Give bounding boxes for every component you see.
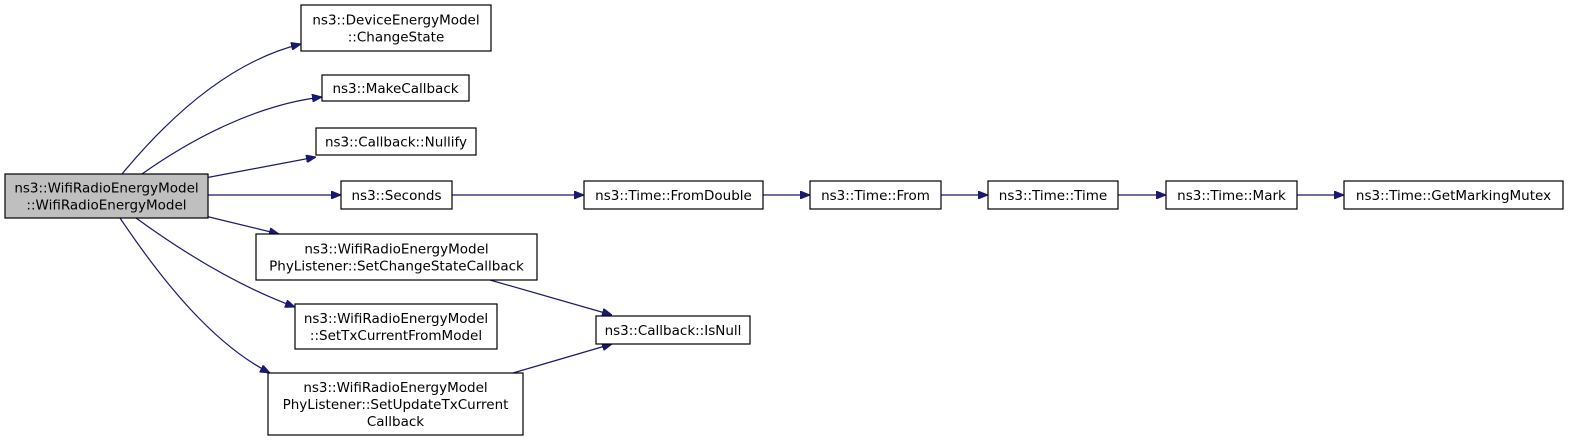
edge-set-update-tx-current-callback-to-is-null xyxy=(512,344,612,374)
edge-arrow xyxy=(121,44,301,175)
edge-arrow xyxy=(512,344,612,374)
node-box xyxy=(4,173,209,219)
node-time-mark[interactable]: ns3::Time::Mark xyxy=(1165,180,1298,210)
node-time-time[interactable]: ns3::Time::Time xyxy=(987,180,1119,210)
edge-root-to-set-update-tx-current-callback xyxy=(119,217,270,373)
node-box xyxy=(583,180,764,210)
node-box xyxy=(595,315,751,345)
node-set-update-tx-current-callback[interactable]: ns3::WifiRadioEnergyModelPhyListener::Se… xyxy=(267,372,524,436)
node-nullify[interactable]: ns3::Callback::Nullify xyxy=(315,127,477,156)
edge-arrow xyxy=(141,97,322,175)
node-box xyxy=(315,127,477,156)
node-label-line: ns3::Time::GetMarkingMutex xyxy=(1356,188,1551,204)
nodes-layer: ns3::WifiRadioEnergyModel::WifiRadioEner… xyxy=(4,4,1564,436)
edge-root-to-change-state xyxy=(121,44,301,175)
edge-root-to-make-callback xyxy=(141,97,322,175)
edge-arrow xyxy=(204,157,316,179)
node-label-line: PhyListener::SetChangeStateCallback xyxy=(269,259,524,275)
node-label-line: ns3::Callback::Nullify xyxy=(325,135,467,151)
node-box xyxy=(340,180,453,210)
node-label-line: ::WifiRadioEnergyModel xyxy=(26,198,186,214)
edge-arrow xyxy=(135,217,295,307)
node-label-line: ::SetTxCurrentFromModel xyxy=(310,328,482,344)
node-get-marking-mutex[interactable]: ns3::Time::GetMarkingMutex xyxy=(1343,180,1564,210)
node-label-line: ns3::Time::From xyxy=(821,188,930,204)
node-label-line: Callback xyxy=(367,414,424,430)
node-box xyxy=(321,74,470,102)
node-box xyxy=(1343,180,1564,210)
edge-root-to-set-tx-current-from-model xyxy=(135,217,295,307)
node-label-line: PhyListener::SetUpdateTxCurrent xyxy=(283,397,509,413)
edges-layer xyxy=(119,44,1344,374)
node-label-line: ns3::WifiRadioEnergyModel xyxy=(303,380,487,396)
node-box xyxy=(987,180,1119,210)
edge-arrow xyxy=(489,279,612,315)
node-box xyxy=(300,4,492,52)
node-is-null[interactable]: ns3::Callback::IsNull xyxy=(595,315,751,345)
node-seconds[interactable]: ns3::Seconds xyxy=(340,180,453,210)
edge-set-change-state-callback-to-is-null xyxy=(489,279,612,315)
edge-arrow xyxy=(204,215,279,234)
node-label-line: ns3::WifiRadioEnergyModel xyxy=(14,181,198,197)
node-label-line: ns3::Time::Mark xyxy=(1177,188,1286,204)
node-make-callback[interactable]: ns3::MakeCallback xyxy=(321,74,470,102)
node-change-state[interactable]: ns3::DeviceEnergyModel::ChangeState xyxy=(300,4,492,52)
node-box xyxy=(1165,180,1298,210)
edge-root-to-nullify xyxy=(204,157,316,179)
node-label-line: ns3::Time::FromDouble xyxy=(595,188,752,204)
node-time-from[interactable]: ns3::Time::From xyxy=(809,180,942,210)
node-from-double[interactable]: ns3::Time::FromDouble xyxy=(583,180,764,210)
node-label-line: ::ChangeState xyxy=(348,30,445,46)
node-label-line: ns3::WifiRadioEnergyModel xyxy=(304,242,488,258)
node-label-line: ns3::Seconds xyxy=(352,188,442,204)
node-box xyxy=(294,303,498,350)
node-set-tx-current-from-model[interactable]: ns3::WifiRadioEnergyModel::SetTxCurrentF… xyxy=(294,303,498,350)
node-label-line: ns3::WifiRadioEnergyModel xyxy=(304,311,488,327)
node-root: ns3::WifiRadioEnergyModel::WifiRadioEner… xyxy=(4,173,209,219)
node-set-change-state-callback[interactable]: ns3::WifiRadioEnergyModelPhyListener::Se… xyxy=(255,233,538,281)
edge-arrow xyxy=(119,217,270,373)
node-label-line: ns3::Time::Time xyxy=(999,188,1107,204)
node-label-line: ns3::Callback::IsNull xyxy=(605,323,742,339)
node-label-line: ns3::MakeCallback xyxy=(332,81,458,97)
node-box xyxy=(255,233,538,281)
node-box xyxy=(267,372,524,436)
node-box xyxy=(809,180,942,210)
edge-root-to-set-change-state-callback xyxy=(204,215,279,234)
node-label-line: ns3::DeviceEnergyModel xyxy=(312,13,479,29)
